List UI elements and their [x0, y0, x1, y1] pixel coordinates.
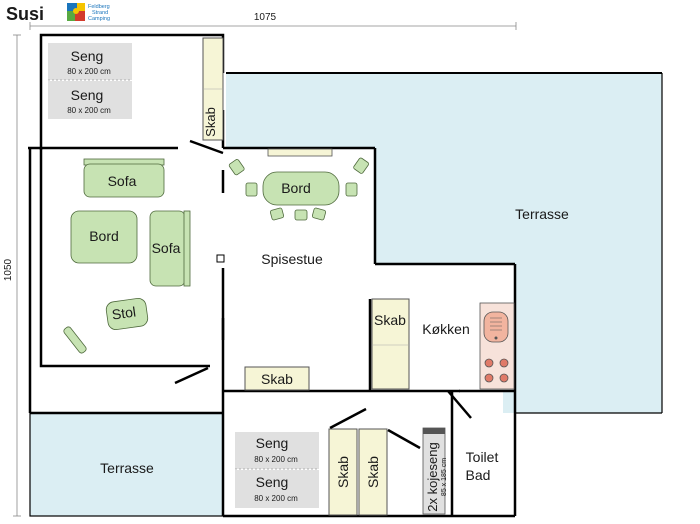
- room-bath: Bad: [466, 467, 491, 483]
- dining-chairs: [228, 157, 369, 221]
- svg-text:Skab: Skab: [261, 371, 293, 387]
- svg-text:Sofa: Sofa: [108, 173, 137, 189]
- svg-text:80 x 200 cm: 80 x 200 cm: [67, 67, 111, 76]
- svg-text:Bord: Bord: [281, 180, 311, 196]
- kitchen-counter: [479, 302, 515, 390]
- svg-text:2x kojeseng: 2x kojeseng: [425, 442, 440, 511]
- dimension-lines: [13, 22, 517, 517]
- campsite-logo: Feldberg Strand Camping: [67, 3, 110, 22]
- svg-text:80 x 200 cm: 80 x 200 cm: [67, 106, 111, 115]
- cabinet-bed-1: Skab: [328, 428, 358, 516]
- svg-text:Skab: Skab: [365, 456, 381, 488]
- bed-top-1: Seng 80 x 200 cm: [48, 43, 132, 80]
- chair: Stol: [105, 297, 149, 331]
- window-bench: [267, 148, 333, 157]
- svg-text:Seng: Seng: [256, 474, 289, 490]
- table-living: Bord: [70, 210, 138, 264]
- bed-bottom-2: Seng 80 x 200 cm: [235, 470, 319, 508]
- room-terrace-left: Terrasse: [100, 460, 154, 476]
- cabinet-bed-2: Skab: [358, 428, 388, 516]
- room-terrace-right: Terrasse: [515, 206, 569, 222]
- table-dining: Bord: [262, 171, 340, 206]
- sofa-side: Sofa: [149, 210, 191, 287]
- floor-lamp: [63, 326, 87, 354]
- svg-text:Seng: Seng: [71, 48, 104, 64]
- logo-line-3: Camping: [88, 16, 110, 22]
- room-dining: Spisestue: [261, 251, 323, 267]
- svg-text:Seng: Seng: [256, 435, 289, 451]
- cabinet-middle: Skab: [244, 366, 310, 391]
- room-kitchen: Køkken: [422, 321, 469, 337]
- dimension-width: 1075: [254, 12, 277, 23]
- bed-top-2: Seng 80 x 200 cm: [48, 81, 132, 119]
- logo-line-2: Strand: [92, 10, 108, 16]
- svg-text:80 x 200 cm: 80 x 200 cm: [254, 455, 298, 464]
- svg-text:Seng: Seng: [71, 87, 104, 103]
- page-title: Susi: [6, 4, 44, 24]
- svg-text:Skab: Skab: [374, 312, 406, 328]
- bunk-bed: 2x kojeseng 85 x 185 cm: [422, 427, 448, 515]
- stove: [484, 358, 509, 383]
- sink: [483, 311, 509, 343]
- svg-text:Stol: Stol: [111, 303, 137, 322]
- svg-text:80 x 200 cm: 80 x 200 cm: [254, 494, 298, 503]
- house-floor: [30, 35, 515, 516]
- room-toilet: Toilet: [466, 449, 499, 465]
- svg-text:85 x 185 cm: 85 x 185 cm: [441, 458, 448, 496]
- logo-line-1: Feldberg: [88, 4, 110, 10]
- sofa-top: Sofa: [83, 158, 165, 198]
- dimension-height: 1050: [3, 258, 14, 281]
- pillar: [216, 254, 225, 263]
- cabinet-kitchen: Skab: [371, 298, 410, 390]
- svg-text:Sofa: Sofa: [152, 240, 181, 256]
- terrace-left: [30, 413, 223, 516]
- bed-bottom-1: Seng 80 x 200 cm: [235, 432, 319, 469]
- cabinet-top: Skab: [202, 37, 224, 141]
- svg-text:Skab: Skab: [203, 107, 218, 137]
- svg-text:Skab: Skab: [335, 456, 351, 488]
- svg-text:Bord: Bord: [89, 228, 119, 244]
